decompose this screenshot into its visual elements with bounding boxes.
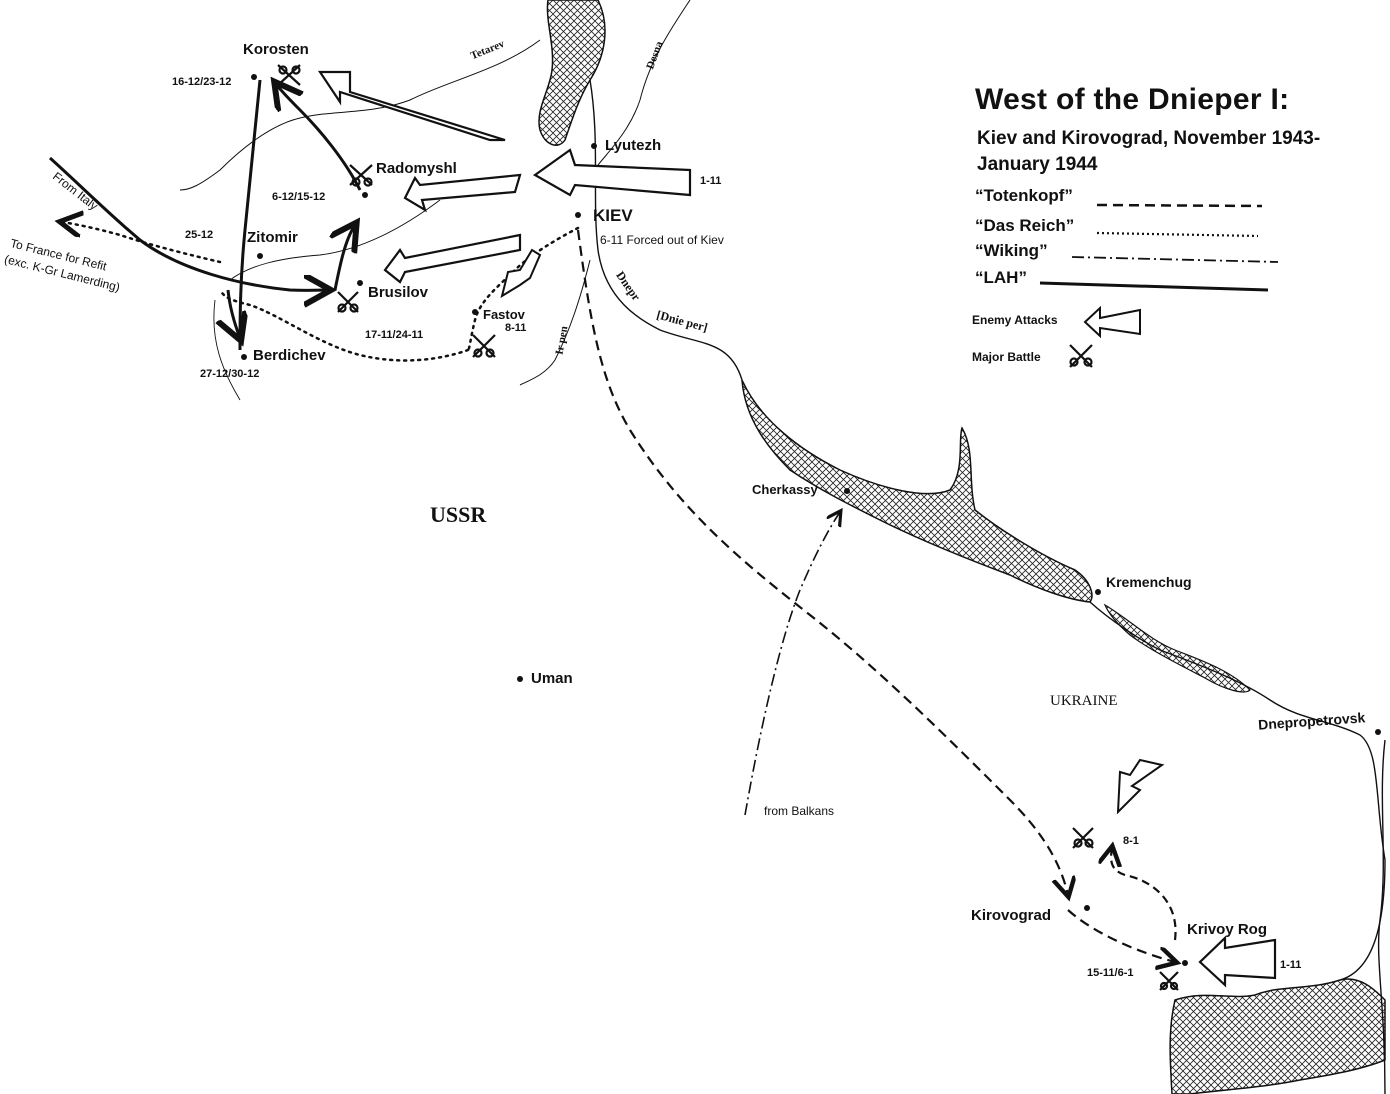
city-krivoy-rog: Krivoy Rog [1187, 921, 1268, 938]
legend-lah: “LAH” [975, 268, 1027, 287]
battle-krivoy [1159, 971, 1179, 991]
battle-brusilov [337, 291, 359, 313]
battle-legend [1069, 344, 1093, 368]
city-cherkassy: Cherkassy [752, 482, 818, 497]
lah-route-italy [48, 156, 328, 290]
date-zitomir: 25-12 [185, 229, 214, 241]
city-kirovograd: Kirovograd [971, 907, 1052, 924]
minor-river-2 [213, 299, 241, 401]
date-kiev: 6-11 Forced out of Kiev [600, 233, 724, 247]
legend-lah-line [1039, 281, 1269, 292]
enemy-attack-southwest [383, 233, 522, 284]
battle-radomyshl [349, 164, 373, 187]
lower-dnieper-hatch [1103, 603, 1251, 693]
legend-das-reich-line [1096, 231, 1259, 238]
legend-wiking: “Wiking” [975, 241, 1048, 260]
region-ukraine: UKRAINE [1050, 693, 1118, 709]
note-from-balkans: from Balkans [764, 804, 835, 818]
battle-fastov [472, 334, 496, 358]
das-reich-route-kiev [466, 226, 580, 352]
date-krivoy-rog: 15-11/6-1 [1087, 967, 1134, 979]
city-radomyshl: Radomyshl [376, 160, 457, 177]
city-lyutezh: Lyutezh [605, 137, 662, 154]
totenkopf-route-krivoy [1067, 909, 1175, 962]
date-berdichev: 27-12/30-12 [200, 368, 260, 380]
enemy-attack-west [403, 173, 522, 213]
date-battle-north-krivoy: 8-1 [1123, 835, 1139, 847]
totenkopf-route-north [1111, 848, 1177, 941]
dnieper-river [589, 79, 1386, 981]
enemy-attack-fastov [500, 248, 542, 299]
right-bank-edge [1377, 739, 1386, 1094]
legend-das-reich: “Das Reich” [975, 216, 1075, 235]
legend-wiking-line [1071, 256, 1279, 263]
minor-river-1 [229, 199, 441, 281]
lah-route-brusilov [335, 225, 355, 291]
das-reich-route-brusilov [218, 288, 470, 362]
date-lyutezh: 1-11 [700, 175, 722, 187]
city-kremenchug: Kremenchug [1106, 574, 1192, 590]
date-korosten: 16-12/23-12 [172, 76, 232, 88]
city-dots [241, 74, 1381, 966]
city-korosten: Korosten [243, 41, 309, 58]
kakhovka-hatch [1169, 978, 1386, 1094]
desna-river [597, 0, 691, 166]
map-subtitle: Kiev and Kirovograd, November 1943-Janua… [977, 128, 1321, 175]
enemy-attack-lyutezh [532, 148, 692, 197]
city-fastov: Fastov [483, 307, 525, 322]
enemy-attack-north-krivoy [1116, 758, 1165, 815]
date-radomyshl: 6-12/15-12 [272, 191, 326, 203]
city-uman: Uman [531, 670, 573, 687]
kiev-reservoir [538, 0, 606, 146]
enemy-attack-korosten [317, 70, 506, 142]
map-title: West of the Dnieper I: [975, 83, 1290, 116]
legend-totenkopf-line [1096, 203, 1263, 208]
totenkopf-route [576, 229, 1068, 895]
lah-route-radomyshl [276, 84, 362, 191]
irpen-river [519, 259, 591, 386]
city-berdichev: Berdichev [253, 347, 326, 364]
date-fastov: 8-11 [505, 322, 527, 334]
battle-korosten [277, 64, 301, 86]
legend-major-battle: Major Battle [972, 350, 1041, 364]
date-brusilov-fastov: 17-11/24-11 [365, 329, 424, 341]
legend-totenkopf: “Totenkopf” [975, 186, 1073, 205]
lah-route-berdichev [228, 289, 240, 338]
kremenchug-reservoir [741, 379, 1093, 603]
legend-enemy-attacks: Enemy Attacks [972, 313, 1058, 327]
lah-route-north [238, 79, 262, 351]
enemy-attack-legend [1083, 305, 1141, 339]
city-brusilov: Brusilov [368, 284, 429, 301]
enemy-attack-krivoy [1198, 935, 1277, 988]
date-krivoy-attack: 1-11 [1280, 959, 1302, 971]
das-reich-route-france [62, 222, 222, 264]
city-kiev: KIEV [593, 206, 633, 225]
wiking-route [744, 512, 840, 816]
tetarev-river [179, 39, 541, 191]
region-ussr: USSR [430, 502, 487, 527]
city-zitomir: Zitomir [247, 229, 298, 246]
battle-north-krivoy [1072, 827, 1094, 849]
